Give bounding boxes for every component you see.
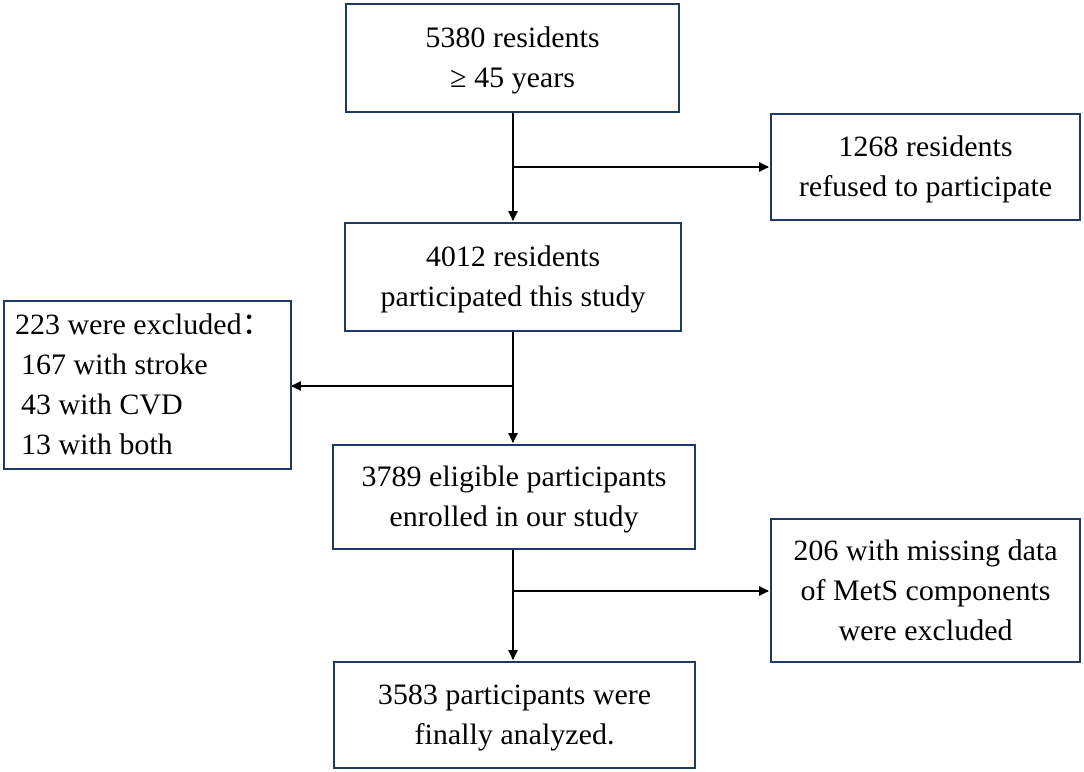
participated-line-2: participated this study bbox=[380, 280, 646, 313]
box-refused: 1268 residents refused to participate bbox=[770, 113, 1081, 221]
enrolled-line-2: enrolled in our study bbox=[389, 500, 639, 533]
missing-data-line-3: were excluded bbox=[838, 613, 1013, 647]
box-missing-data: 206 with missing data of MetS components… bbox=[770, 518, 1081, 663]
excluded-cvd-line-2: 167 with stroke bbox=[21, 348, 208, 381]
box-participated: 4012 residents participated this study bbox=[344, 222, 682, 332]
analyzed-line-2: finally analyzed. bbox=[414, 718, 615, 751]
missing-data-line-2: of MetS components bbox=[800, 573, 1051, 607]
refused-line-2: refused to participate bbox=[798, 170, 1053, 203]
box-excluded-cvd: 223 were excluded： 167 with stroke 43 wi… bbox=[3, 300, 292, 470]
box-enrolled: 3789 eligible participants enrolled in o… bbox=[332, 444, 696, 550]
excluded-cvd-line-3: 43 with CVD bbox=[21, 388, 183, 421]
analyzed-line-1: 3583 participants were bbox=[377, 678, 652, 711]
participated-line-1: 4012 residents bbox=[425, 240, 601, 273]
missing-data-line-1: 206 with missing data bbox=[793, 533, 1058, 567]
screened-line-1: 5380 residents bbox=[425, 21, 600, 54]
excluded-cvd-line-1: 223 were excluded： bbox=[15, 308, 272, 341]
refused-line-1: 1268 residents bbox=[838, 130, 1013, 163]
excluded-cvd-line-4: 13 with both bbox=[21, 428, 173, 461]
enrolled-line-1: 3789 eligible participants bbox=[361, 460, 667, 493]
box-screened-residents: 5380 residents ≥ 45 years bbox=[345, 3, 680, 113]
screened-line-2: ≥ 45 years bbox=[450, 61, 575, 94]
box-analyzed: 3583 participants were finally analyzed. bbox=[333, 661, 696, 769]
